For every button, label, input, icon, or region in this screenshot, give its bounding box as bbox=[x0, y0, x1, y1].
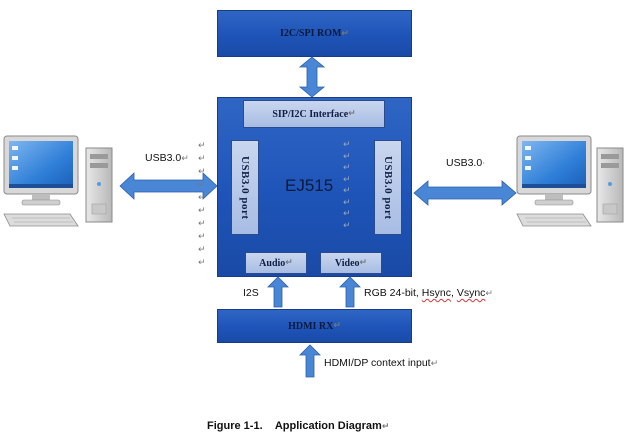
usb-right-label: USB3.0· bbox=[446, 157, 486, 169]
chip-name: EJ515 bbox=[285, 176, 334, 195]
i2s-arrow bbox=[267, 276, 289, 308]
chip-para-marks: ↵↵↵↵↵↵↵↵ bbox=[343, 140, 351, 231]
usb-right-arrow bbox=[413, 180, 517, 206]
sip-interface-block: SIP/I2C Interface↵ bbox=[243, 100, 385, 128]
sip-interface-label: SIP/I2C Interface bbox=[272, 108, 349, 120]
usb-port-left-label: USB3.0 port bbox=[239, 155, 251, 220]
usb-port-right-label: USB3.0 port bbox=[382, 155, 394, 220]
computer-icon-left bbox=[3, 135, 113, 227]
usb-left-arrow bbox=[119, 172, 218, 200]
video-label: Video bbox=[334, 257, 360, 269]
left-para-marks: ↵↵↵↵↵↵↵↵↵↵ bbox=[198, 141, 206, 268]
audio-block: Audio↵ bbox=[245, 252, 307, 274]
i2s-label: I2S bbox=[243, 287, 259, 299]
usb-port-left-block: USB3.0 port bbox=[231, 140, 259, 235]
figure-caption: Figure 1-1. Application Diagram↵ bbox=[207, 420, 390, 432]
rom-chip-arrow bbox=[298, 56, 326, 98]
hsync-text: Hsync bbox=[421, 287, 451, 299]
usb-port-right-block: USB3.0 port bbox=[374, 140, 402, 235]
rgb-label: RGB 24-bit, Hsync, Vsync↵ bbox=[364, 287, 493, 299]
audio-label: Audio bbox=[259, 257, 286, 269]
vsync-text: Vsync bbox=[456, 287, 486, 299]
hdmi-input-arrow bbox=[299, 344, 321, 378]
video-block: Video↵ bbox=[320, 252, 382, 274]
rom-label: I2C/SPI ROM bbox=[280, 28, 342, 39]
rom-block: I2C/SPI ROM↵ bbox=[217, 10, 412, 57]
figure-title: Application Diagram bbox=[274, 420, 382, 432]
hdmi-rx-label: HDMI RX bbox=[288, 320, 334, 332]
hdmi-rx-block: HDMI RX↵ bbox=[217, 309, 412, 343]
rgb-arrow bbox=[339, 276, 361, 308]
figure-number: Figure 1-1. bbox=[207, 420, 263, 432]
usb-left-label: USB3.0↵ bbox=[145, 152, 189, 164]
hdmi-input-label: HDMI/DP context input↵ bbox=[324, 357, 439, 369]
computer-icon-right bbox=[516, 135, 624, 227]
